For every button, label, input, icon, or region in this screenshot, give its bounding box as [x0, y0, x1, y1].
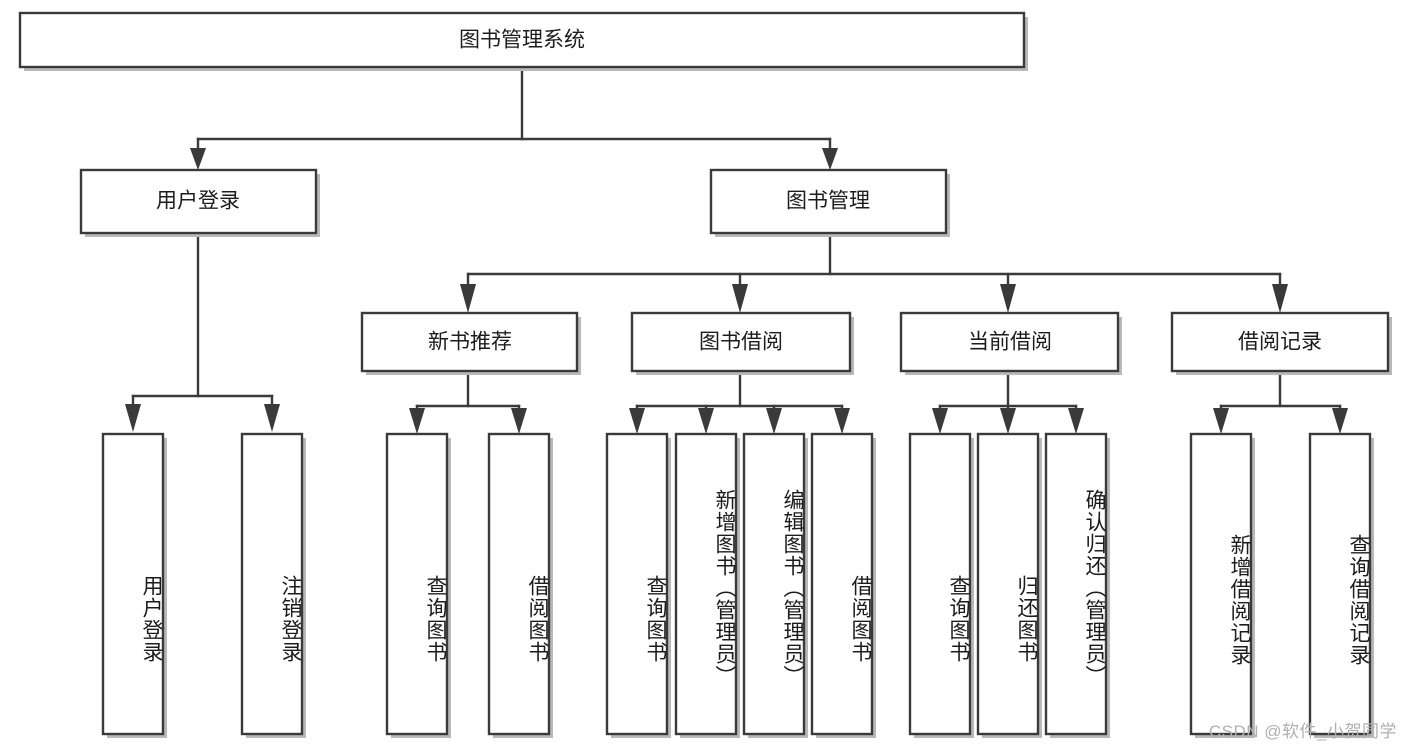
arrow-to-user-login — [190, 148, 206, 170]
leaf-hit-bb-edit-book[interactable] — [744, 434, 804, 734]
arrow-userlogin-leaf1 — [125, 404, 141, 432]
arrow-to-sub1 — [460, 284, 476, 313]
arrow-sub2-leaf3 — [766, 408, 782, 434]
arrow-to-book-manage — [822, 148, 838, 170]
leaf-bb-add-rect[interactable] — [674, 432, 738, 736]
submodule-borrow-record-rect[interactable] — [1170, 311, 1390, 373]
submodule-new-book-label: 新书推荐 — [428, 331, 512, 354]
node-submodule-borrow-record[interactable]: 借阅记录 — [1170, 311, 1392, 375]
submodule-new-book-rect[interactable] — [360, 311, 579, 373]
leaf-bb-edit-rect[interactable] — [742, 432, 806, 736]
module-book-manage-rect[interactable] — [709, 168, 948, 235]
leaf-hit-user-login[interactable] — [103, 434, 163, 734]
node-submodule-current-borrow[interactable]: 当前借阅 — [899, 311, 1122, 375]
submodule-current-borrow-label: 当前借阅 — [968, 331, 1052, 354]
leaf-hit-cb-return-book[interactable] — [978, 434, 1038, 734]
arrow-sub4-leaf2 — [1332, 408, 1348, 434]
arrow-sub1-leaf2 — [511, 408, 527, 434]
module-book-manage-label: 图书管理 — [786, 190, 870, 213]
leaf-br-add-rect[interactable] — [1189, 432, 1253, 736]
arrow-sub2-leaf1 — [629, 408, 645, 434]
node-submodule-book-borrow[interactable]: 图书借阅 — [630, 311, 854, 375]
leaf-cb-query-rect[interactable] — [908, 432, 972, 736]
leaf-logout-rect[interactable] — [240, 432, 304, 736]
arrow-to-sub3 — [1000, 284, 1016, 313]
arrow-sub2-leaf2 — [698, 408, 714, 434]
arrow-userlogin-leaf2 — [264, 404, 280, 432]
leaf-hit-nb-query-book[interactable] — [387, 434, 447, 734]
arrow-sub2-leaf4 — [834, 408, 850, 434]
node-submodule-new-book[interactable]: 新书推荐 — [360, 311, 581, 375]
root-label: 图书管理系统 — [459, 29, 585, 52]
module-user-login-label: 用户登录 — [156, 190, 240, 213]
node-module-book-manage[interactable]: 图书管理 — [709, 168, 950, 237]
leaf-br-query-rect[interactable] — [1308, 432, 1372, 736]
arrow-sub3-leaf1 — [932, 408, 948, 434]
watermark-text: CSDN @软件_小贺同学 — [1208, 722, 1397, 741]
leaf-cb-return-rect[interactable] — [976, 432, 1040, 736]
arrow-sub4-leaf1 — [1213, 408, 1229, 434]
submodule-current-borrow-rect[interactable] — [899, 311, 1120, 373]
leaf-hit-br-add-record[interactable] — [1191, 434, 1251, 734]
module-user-login-rect[interactable] — [79, 168, 318, 235]
arrow-sub1-leaf1 — [409, 408, 425, 434]
submodule-book-borrow-rect[interactable] — [630, 311, 852, 373]
leaf-bb-borrow-rect[interactable] — [810, 432, 874, 736]
leaf-user-login-rect[interactable] — [101, 432, 165, 736]
submodule-borrow-record-label: 借阅记录 — [1238, 331, 1322, 354]
leaf-hit-bb-borrow-book[interactable] — [812, 434, 872, 734]
leaf-hit-logout[interactable] — [242, 434, 302, 734]
node-root[interactable]: 图书管理系统 — [18, 11, 1028, 71]
arrow-sub3-leaf3 — [1068, 408, 1084, 434]
arrow-to-sub4 — [1272, 284, 1288, 313]
leaf-nb-query-rect[interactable] — [385, 432, 449, 736]
leaf-hit-bb-add-book[interactable] — [676, 434, 736, 734]
leaf-hit-cb-query-book[interactable] — [910, 434, 970, 734]
leaf-hit-br-query-record[interactable] — [1310, 434, 1370, 734]
leaf-hit-nb-borrow-book[interactable] — [489, 434, 549, 734]
root-rect[interactable] — [18, 11, 1026, 69]
connector-layer — [125, 65, 1348, 434]
arrow-sub3-leaf2 — [1000, 408, 1016, 434]
leaf-cb-confirm-rect[interactable] — [1044, 432, 1108, 736]
leaf-nb-borrow-rect[interactable] — [487, 432, 551, 736]
leaf-hit-cb-confirm-return[interactable] — [1046, 434, 1106, 734]
submodule-book-borrow-label: 图书借阅 — [699, 331, 783, 354]
leaf-hit-bb-query-book[interactable] — [607, 434, 667, 734]
leaf-bb-query-rect[interactable] — [605, 432, 669, 736]
leaf-boxes-layer — [101, 432, 1374, 738]
node-module-user-login[interactable]: 用户登录 — [79, 168, 320, 237]
arrow-to-sub2 — [732, 284, 748, 313]
